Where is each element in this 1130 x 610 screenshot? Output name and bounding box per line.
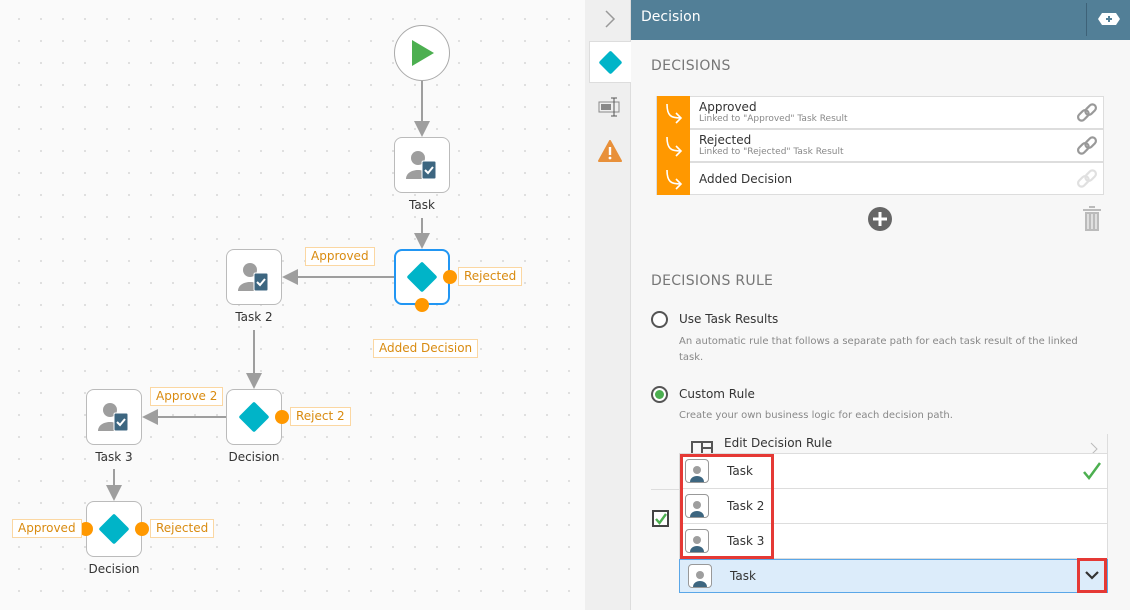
path-tag[interactable]: Approved: [305, 247, 375, 266]
task3-node[interactable]: [86, 389, 142, 445]
checkbox[interactable]: [652, 510, 669, 527]
decision-name: Added Decision: [699, 171, 793, 186]
tab-properties[interactable]: [589, 86, 631, 128]
decision-port[interactable]: [415, 298, 429, 312]
branch-arrow-icon: [657, 96, 690, 129]
delete-button[interactable]: [1083, 206, 1101, 236]
decision2-label: Decision: [228, 450, 280, 464]
decision1-node-selected[interactable]: [394, 249, 450, 305]
use-task-results-radio[interactable]: [651, 311, 668, 328]
panel-header: Decision: [631, 0, 1130, 40]
task-node[interactable]: [394, 137, 450, 193]
tab-decision[interactable]: [589, 41, 631, 83]
link-icon[interactable]: [1075, 101, 1099, 125]
user-task-icon: [98, 403, 129, 432]
plus-circle-icon: [868, 207, 892, 231]
custom-rule-desc: Create your own business logic for each …: [679, 410, 953, 421]
dropdown-option[interactable]: Task: [680, 454, 1107, 489]
play-icon: [412, 40, 434, 66]
user-avatar-icon: [685, 459, 709, 483]
user-task-icon: [406, 151, 437, 180]
path-tag[interactable]: Rejected: [150, 519, 215, 538]
use-task-results-desc: An automatic rule that follows a separat…: [679, 336, 1078, 363]
workflow-canvas[interactable]: Task Task 2 Task 3 Approved Rejected Add…: [0, 0, 585, 610]
chevron-right-icon: [605, 10, 616, 28]
decision3-node[interactable]: [86, 501, 142, 557]
expand-button[interactable]: [1097, 11, 1121, 30]
text-field-icon: [598, 97, 620, 117]
user-avatar-icon: [685, 529, 709, 553]
option-label: Task 3: [727, 534, 765, 548]
link-icon[interactable]: [1075, 134, 1099, 158]
tag-plus-icon: [1098, 13, 1120, 25]
path-tag[interactable]: Rejected: [458, 267, 523, 286]
decisions-heading: DECISIONS: [651, 58, 731, 74]
link-off-icon[interactable]: [1075, 167, 1099, 191]
warning-icon: [598, 140, 622, 162]
decision3-label: Decision: [88, 562, 140, 576]
check-icon: [654, 512, 667, 525]
task3-label: Task 3: [95, 450, 133, 464]
decision2-node[interactable]: [226, 389, 282, 445]
panel-title: Decision: [641, 9, 701, 25]
decision-link-desc: Linked to "Approved" Task Result: [699, 114, 848, 124]
tab-warnings[interactable]: [589, 130, 631, 172]
dropdown-option[interactable]: Task 3: [680, 524, 1107, 559]
user-avatar-icon: [685, 494, 709, 518]
diamond-icon: [598, 49, 623, 75]
decision-port[interactable]: [135, 522, 149, 536]
path-tag[interactable]: Approved: [12, 519, 82, 538]
start-node[interactable]: [394, 25, 450, 81]
task2-label: Task 2: [235, 310, 273, 324]
trash-icon: [1083, 206, 1101, 231]
collapse-panel-button[interactable]: [589, 0, 631, 38]
connectors: [106, 81, 430, 501]
checkmark-icon: [1083, 462, 1101, 480]
custom-rule-radio[interactable]: [651, 386, 668, 403]
decision-port[interactable]: [275, 410, 289, 424]
decision-name: Rejected: [699, 133, 752, 147]
branch-arrow-icon: [657, 129, 690, 162]
panel-tab-strip: [585, 0, 631, 610]
dropdown-toggle-button[interactable]: [1077, 558, 1107, 593]
option-label: Task 2: [727, 499, 765, 513]
edit-decision-rule-row[interactable]: Edit Decision Rule: [679, 434, 1108, 456]
diamond-icon: [238, 401, 270, 433]
user-task-icon: [238, 263, 269, 292]
task-select[interactable]: Task: [679, 559, 1108, 593]
divider: [1086, 3, 1087, 36]
option-label: Task: [727, 464, 753, 478]
highlight-box: [680, 454, 774, 559]
path-tag[interactable]: Approve 2: [150, 387, 224, 406]
task-label: Task: [409, 198, 435, 212]
add-decision-button[interactable]: [868, 207, 892, 235]
rule-heading: DECISIONS RULE: [651, 273, 774, 289]
task2-node[interactable]: [226, 249, 282, 305]
user-avatar-icon: [688, 564, 712, 588]
diamond-icon: [98, 513, 130, 545]
path-tag[interactable]: Reject 2: [290, 407, 351, 426]
use-task-results-label: Use Task Results: [679, 312, 779, 326]
decision-port[interactable]: [443, 270, 457, 284]
decision-row[interactable]: Added Decision: [656, 162, 1104, 195]
decision-link-desc: Linked to "Rejected" Task Result: [699, 147, 844, 157]
path-tag[interactable]: Added Decision: [373, 339, 479, 358]
decision-port[interactable]: [79, 522, 93, 536]
edit-rule-label: Edit Decision Rule: [724, 436, 833, 450]
dropdown-option[interactable]: Task 2: [680, 489, 1107, 524]
branch-arrow-icon: [657, 162, 690, 195]
diamond-icon: [406, 261, 438, 293]
selected-value: Task: [730, 569, 756, 583]
chevron-down-icon: [1085, 571, 1099, 580]
decision-name: Approved: [699, 100, 757, 114]
custom-rule-label: Custom Rule: [679, 387, 755, 401]
table-icon: [691, 441, 713, 455]
